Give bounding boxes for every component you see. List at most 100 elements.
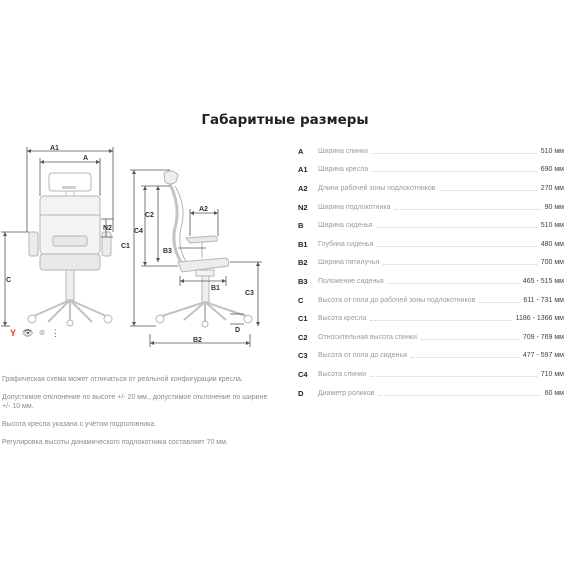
spec-row: B Ширина сиденья 510 мм — [298, 216, 564, 235]
label-n2: N2 — [103, 225, 112, 232]
camera-search-icon[interactable]: ⌾ — [39, 328, 45, 338]
spec-code: A — [298, 146, 304, 156]
spec-label: Положение сиденья — [318, 277, 384, 285]
spec-code: A2 — [298, 183, 308, 193]
spec-label: Относительная высота спинки — [318, 333, 417, 341]
front-headrest-shape — [48, 172, 92, 192]
note-armrest-adjust: Регулировка высоты динамического подлоко… — [2, 439, 228, 446]
front-armrest-left — [28, 231, 39, 257]
more-vertical-icon[interactable]: ⋮ — [50, 328, 60, 338]
note-graphic-scheme: Графическая схема может отличаться от ре… — [2, 376, 243, 383]
spec-row: C1 Высота кресла 1186 - 1366 мм — [298, 309, 564, 328]
chair-dimensions-diagram: A1 A N2 C C4 C2 C1 A2 B3 B1 C3 B2 D — [1, 145, 262, 347]
spec-row: B3 Положение сиденья 465 - 515 мм — [298, 272, 564, 291]
spec-value: 1186 - 1366 мм — [515, 315, 564, 323]
spec-value: 710 мм — [540, 370, 564, 378]
spec-row: C3 Высота от пола до сиденья 477 - 597 м… — [298, 347, 564, 366]
label-c3: C3 — [245, 290, 254, 297]
spec-value: 700 мм — [540, 259, 564, 267]
spec-value: 90 мм — [544, 203, 564, 211]
spec-row: A1 Ширина кресла 690 мм — [298, 161, 564, 180]
note-headrest: Высота кресла указана с учётом подголовн… — [2, 421, 157, 428]
spec-label: Ширина спинки — [318, 147, 368, 155]
spec-row: A2 Длина рабочей зоны подлокотников 270 … — [298, 179, 564, 198]
label-a2: A2 — [199, 206, 208, 213]
label-b2: B2 — [193, 337, 202, 344]
image-overlay-toolbar: Y 👁 ⌾ ⋮ — [6, 326, 76, 340]
spec-label: Высота спинки — [318, 370, 367, 378]
label-a1: A1 — [50, 145, 59, 152]
spec-row: C2 Относительная высота спинки 709 - 769… — [298, 328, 564, 347]
front-caster-right — [103, 314, 113, 324]
label-c: C — [6, 277, 11, 284]
spec-leader-dots — [383, 264, 537, 266]
spec-code: C4 — [298, 369, 308, 379]
spec-label: Высота кресла — [318, 315, 367, 323]
spec-value: 270 мм — [540, 184, 564, 192]
specs-table: A Ширина спинки 510 мм A1 Ширина кресла … — [298, 142, 564, 402]
spec-value: 611 - 731 мм — [523, 296, 564, 304]
eye-icon[interactable]: 👁 — [22, 328, 34, 338]
spec-value: 709 - 769 мм — [522, 333, 564, 341]
spec-value: 465 - 515 мм — [522, 277, 564, 285]
yandex-y-icon[interactable]: Y — [10, 328, 17, 338]
spec-leader-dots — [372, 171, 537, 173]
label-d: D — [235, 327, 240, 334]
label-b1: B1 — [211, 285, 220, 292]
spec-label: Глубина сиденья — [318, 240, 374, 248]
spec-row: C Высота от пола до рабочей зоны подлоко… — [298, 291, 564, 310]
spec-row: B1 Глубина сиденья 480 мм — [298, 235, 564, 254]
spec-value: 510 мм — [540, 147, 564, 155]
spec-row: N2 Ширина подлокотника 90 мм — [298, 198, 564, 217]
label-c4: C4 — [134, 228, 143, 235]
note-tolerance: Допустимое отклонение по высоте +/- 20 м… — [2, 394, 268, 410]
spec-value: 477 - 597 мм — [522, 352, 564, 360]
spec-code: B1 — [298, 239, 308, 249]
spec-leader-dots — [371, 152, 537, 154]
spec-value: 690 мм — [540, 166, 564, 174]
spec-code: B — [298, 221, 304, 231]
spec-value: 60 мм — [544, 389, 564, 397]
spec-row: A Ширина спинки 510 мм — [298, 142, 564, 161]
spec-code: C3 — [298, 351, 308, 361]
side-armrest-shape — [185, 235, 218, 244]
spec-label: Ширина пятилучья — [318, 259, 380, 267]
front-armrest-right — [101, 231, 112, 257]
side-seat-shape — [177, 257, 230, 273]
spec-label: Ширина подлокотника — [318, 203, 391, 211]
front-seat-shape — [39, 253, 101, 271]
spec-leader-dots — [387, 282, 519, 284]
spec-leader-dots — [479, 301, 520, 303]
spec-label: Длина рабочей зоны подлокотников — [318, 184, 436, 192]
spec-leader-dots — [376, 227, 537, 229]
spec-code: N2 — [298, 202, 308, 212]
spec-code: C1 — [298, 314, 308, 324]
spec-label: Высота от пола до рабочей зоны подлокотн… — [318, 296, 476, 304]
spec-leader-dots — [370, 375, 537, 377]
front-caster-left — [27, 314, 37, 324]
page-title: Габаритные размеры — [201, 112, 369, 128]
spec-row: B2 Ширина пятилучья 700 мм — [298, 254, 564, 273]
spec-code: A1 — [298, 165, 308, 175]
spec-row: C4 Высота спинки 710 мм — [298, 365, 564, 384]
spec-leader-dots — [378, 394, 541, 396]
spec-value: 480 мм — [540, 240, 564, 248]
spec-leader-dots — [370, 320, 512, 322]
spec-label: Высота от пола до сиденья — [318, 352, 407, 360]
spec-code: C — [298, 295, 304, 305]
label-a: A — [83, 155, 88, 162]
label-c2: C2 — [145, 212, 154, 219]
spec-label: Ширина кресла — [318, 166, 369, 174]
spec-code: C2 — [298, 332, 308, 342]
spec-leader-dots — [439, 189, 537, 191]
spec-leader-dots — [394, 208, 541, 210]
label-c1: C1 — [121, 243, 130, 250]
spec-leader-dots — [377, 245, 537, 247]
spec-leader-dots — [420, 338, 519, 340]
spec-leader-dots — [410, 357, 519, 359]
spec-code: B3 — [298, 276, 308, 286]
spec-value: 510 мм — [540, 222, 564, 230]
spec-label: Ширина сиденья — [318, 222, 373, 230]
notes-block: Графическая схема может отличаться от ре… — [2, 375, 272, 456]
spec-label: Диаметр роликов — [318, 389, 375, 397]
